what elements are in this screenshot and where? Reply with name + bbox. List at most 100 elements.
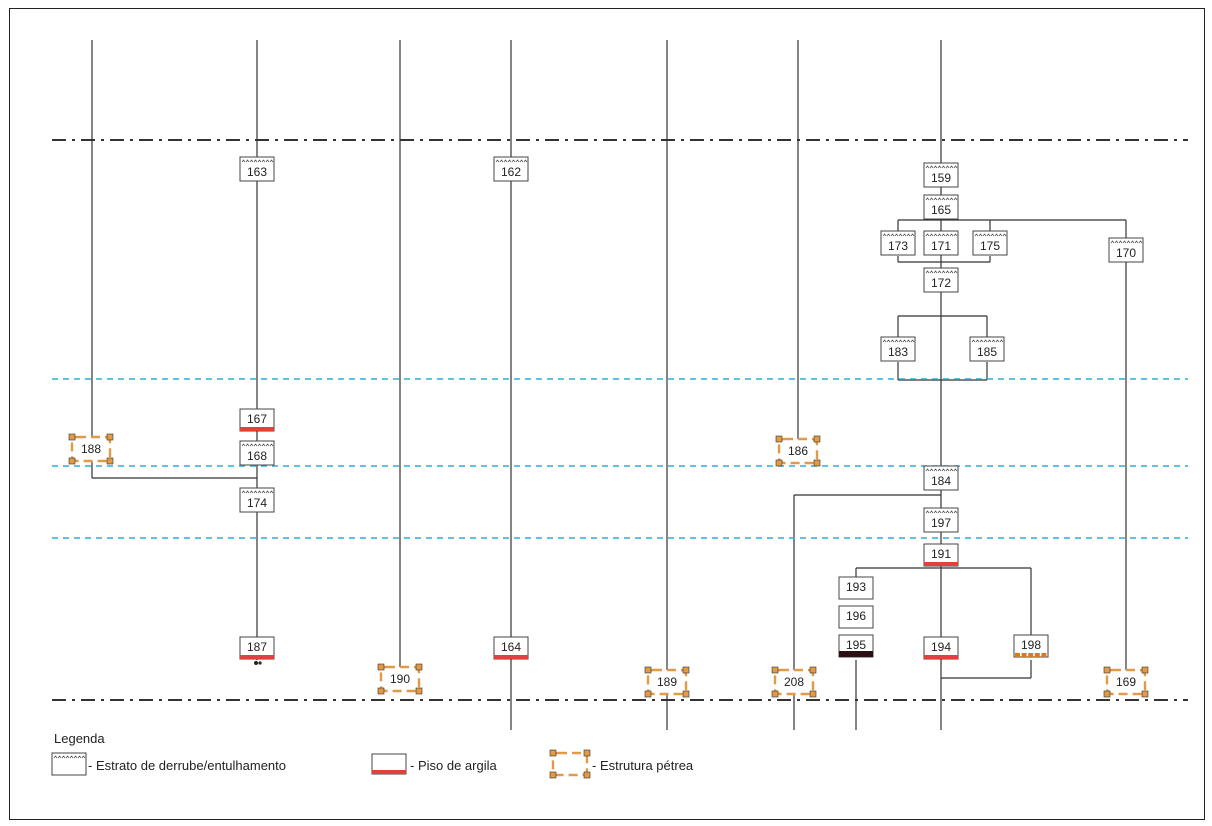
unit-node-196: 196 <box>838 605 874 629</box>
unit-node-190: 190 <box>377 663 423 695</box>
unit-node-188: 188 <box>68 433 114 465</box>
stone-corner <box>377 687 385 695</box>
unit-node-168: 168 <box>239 440 275 466</box>
unit-label: 208 <box>784 675 804 689</box>
rubble-texture <box>241 159 274 163</box>
dark-band <box>839 651 873 657</box>
clay-floor-band <box>372 770 406 774</box>
node-box <box>551 751 589 777</box>
stone-corner <box>583 771 591 779</box>
unit-label: 190 <box>390 672 410 686</box>
unit-label: 184 <box>931 474 951 488</box>
unit-label: 169 <box>1116 675 1136 689</box>
stone-corner <box>106 433 114 441</box>
stone-corner <box>813 435 821 443</box>
clay-floor-band <box>494 655 528 659</box>
unit-node-195: 195 <box>838 634 874 658</box>
stone-corner <box>377 663 385 671</box>
node-box <box>838 576 874 600</box>
unit-label: 188 <box>81 442 101 456</box>
stone-corner <box>809 666 817 674</box>
unit-node-185: 185 <box>969 336 1005 362</box>
rubble-texture <box>925 197 958 201</box>
unit-label: 171 <box>931 239 951 253</box>
unit-label: 165 <box>931 203 951 217</box>
unit-node-172: 172 <box>923 267 959 293</box>
unit-label: 196 <box>846 609 866 623</box>
unit-label: 172 <box>931 276 951 290</box>
stone-corner <box>775 459 783 467</box>
node-box <box>777 437 819 465</box>
unit-label: 187 <box>247 640 267 654</box>
unit-node-187: 187 <box>239 636 275 660</box>
unit-node-197: 197 <box>923 507 959 533</box>
legend-icon-stone <box>549 749 591 779</box>
stone-corner <box>1103 690 1111 698</box>
unit-node-191: 191 <box>923 543 959 567</box>
unit-node-170: 170 <box>1108 237 1144 263</box>
unit-label: 195 <box>846 638 866 652</box>
unit-label: 197 <box>931 516 951 530</box>
unit-label: 185 <box>977 345 997 359</box>
stone-corner <box>415 663 423 671</box>
phase-divider-lines <box>52 139 1188 701</box>
legend-label-debris: - Estrato de derrube/entulhamento <box>88 758 286 773</box>
unit-label: 162 <box>501 165 521 179</box>
unit-node-184: 184 <box>923 465 959 491</box>
orange-band-block <box>1021 653 1027 657</box>
stone-corner <box>813 459 821 467</box>
unit-label: 173 <box>888 239 908 253</box>
unit-label: 175 <box>980 239 1000 253</box>
orange-band-block <box>1015 653 1020 657</box>
small-mark <box>258 661 262 665</box>
unit-node-159: 159 <box>923 162 959 188</box>
rubble-texture <box>974 233 1007 237</box>
rubble-texture <box>241 490 274 494</box>
unit-label: 168 <box>247 449 267 463</box>
clay-floor-band <box>924 655 958 659</box>
unit-nodes: 163 162 159 165 173 171 175 170 172 183 185 167 188 1… <box>68 156 1149 698</box>
unit-node-162: 162 <box>493 156 529 182</box>
rubble-texture <box>925 165 958 169</box>
unit-node-183: 183 <box>880 336 916 362</box>
unit-label: 159 <box>931 171 951 185</box>
stone-corner <box>771 666 779 674</box>
stone-corner <box>68 457 76 465</box>
rubble-texture <box>495 159 528 163</box>
node-box <box>379 665 421 693</box>
unit-node-171: 171 <box>923 230 959 256</box>
unit-label: 186 <box>788 444 808 458</box>
unit-label: 167 <box>247 412 267 426</box>
node-box <box>838 605 874 629</box>
stone-corner <box>415 687 423 695</box>
unit-node-194: 194 <box>923 636 959 660</box>
rubble-texture <box>1110 240 1143 244</box>
legend-label-stone: - Estrutura pétrea <box>592 758 694 773</box>
unit-label: 193 <box>846 580 866 594</box>
clay-floor-band <box>240 427 274 431</box>
unit-label: 189 <box>657 675 677 689</box>
stone-corner <box>771 690 779 698</box>
rubble-texture <box>925 233 958 237</box>
connector-lines <box>91 40 1127 730</box>
stone-corner <box>583 749 591 757</box>
rubble-texture <box>925 270 958 274</box>
clay-floor-band <box>240 655 274 659</box>
stone-corner <box>1103 666 1111 674</box>
stone-corner <box>1141 690 1149 698</box>
unit-node-163: 163 <box>239 156 275 182</box>
legend-title: Legenda <box>54 731 105 746</box>
unit-label: 170 <box>1116 246 1136 260</box>
node-box <box>646 668 688 696</box>
node-box <box>70 435 112 463</box>
clay-floor-band <box>924 562 958 566</box>
orange-band-block <box>1041 653 1047 657</box>
small-mark <box>254 661 258 665</box>
stone-corner <box>682 666 690 674</box>
stone-corner <box>1141 666 1149 674</box>
unit-node-167: 167 <box>239 408 275 432</box>
stone-corner <box>809 690 817 698</box>
legend-icon-debris <box>51 752 87 776</box>
unit-node-164: 164 <box>493 636 529 660</box>
